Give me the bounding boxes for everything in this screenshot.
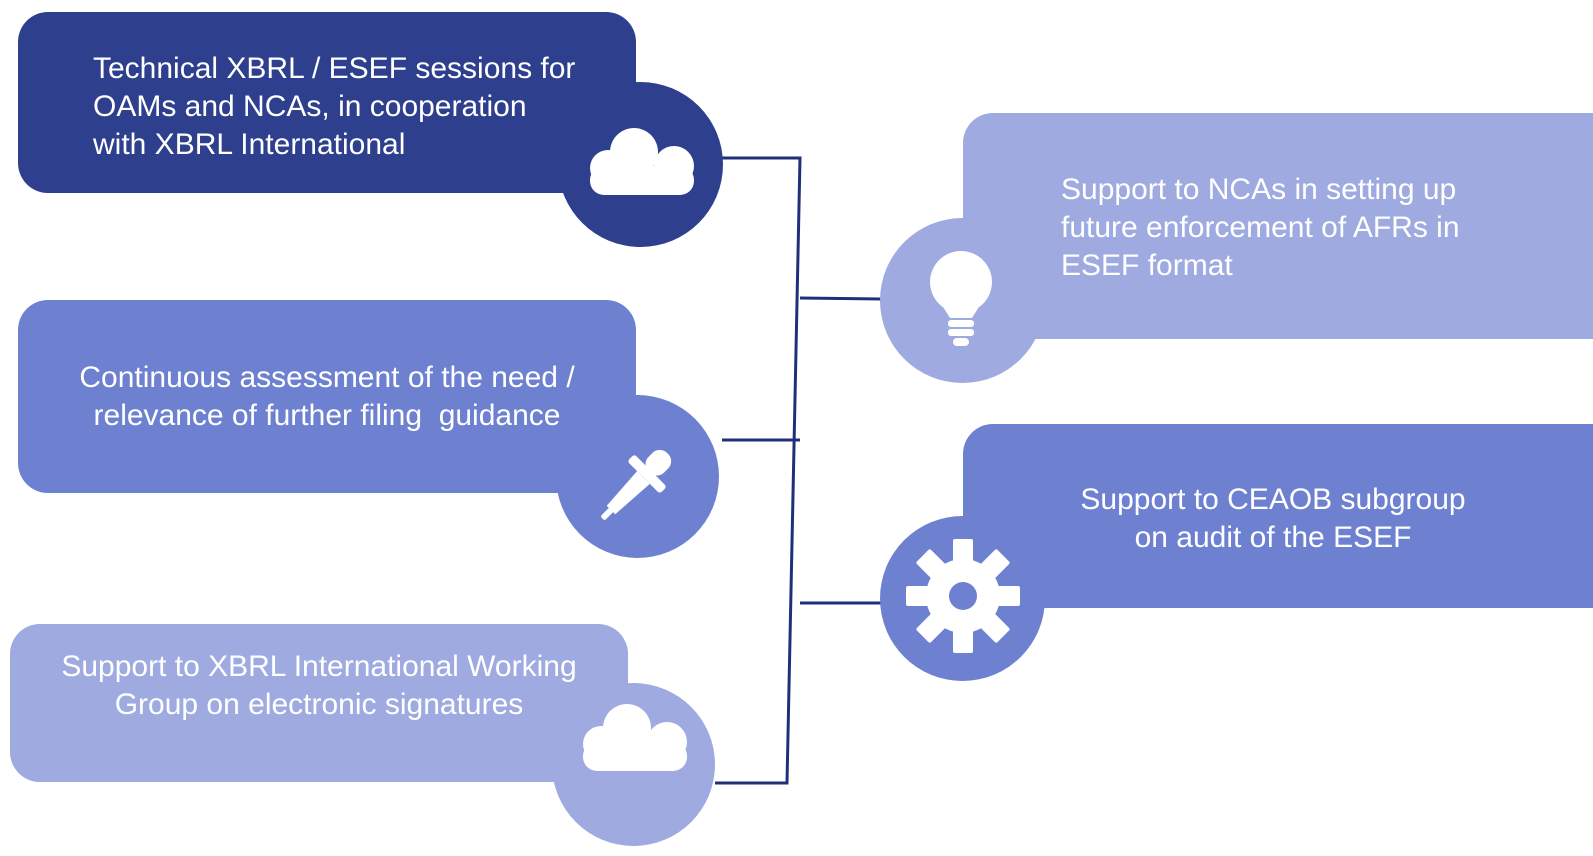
connector-right-top [799,296,883,301]
card-electronic-signatures [10,624,628,782]
card-ceaob-subgroup-text: Support to CEAOB subgroup on audit of th… [1080,483,1466,554]
card-technical-sessions [18,12,636,193]
cloud-icon [583,704,687,771]
card-filing-guidance-text: Continuous assessment of the need / rele… [79,361,575,432]
card-enforcement-support-text: Support to NCAs in setting up future enf… [1061,173,1460,282]
lightbulb-icon [930,251,992,346]
cloud-icon [590,128,694,195]
gear-icon [906,539,1020,653]
card-technical-sessions-text: Technical XBRL / ESEF sessions for OAMs … [93,52,576,161]
left-bracket-line [715,156,802,785]
card-enforcement-support [963,113,1593,339]
card-filing-guidance [18,300,636,493]
card-ceaob-subgroup [963,424,1593,608]
dropper-icon [601,449,672,520]
card-electronic-signatures-text: Support to XBRL International Working Gr… [61,650,577,721]
